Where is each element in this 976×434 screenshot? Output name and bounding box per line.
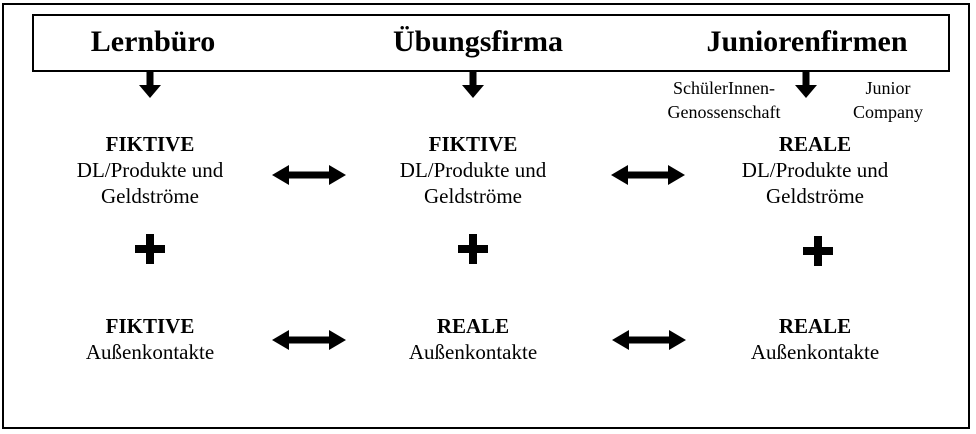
subnote-line: SchülerInnen- bbox=[673, 78, 775, 98]
subnote-line: Junior bbox=[865, 78, 911, 98]
double-arrow-icon bbox=[612, 330, 686, 350]
plus-icon bbox=[803, 236, 833, 266]
cell-line: DL/Produkte und bbox=[741, 158, 889, 182]
cell-emphasis: REALE bbox=[436, 314, 510, 338]
cell-row2-uebungsfirma: REALE Außenkontakte bbox=[409, 313, 537, 365]
plus-icon bbox=[458, 234, 488, 264]
double-arrow-icon bbox=[272, 330, 346, 350]
cell-line: Außenkontakte bbox=[750, 340, 880, 364]
header-title-juniorenfirmen: Juniorenfirmen bbox=[706, 25, 908, 58]
header-title-uebungsfirma: Übungsfirma bbox=[392, 25, 564, 58]
cell-row2-lernbuero: FIKTIVE Außenkontakte bbox=[86, 313, 214, 365]
double-arrow-icon bbox=[611, 165, 685, 185]
cell-emphasis: FIKTIVE bbox=[428, 132, 518, 156]
cell-line: Außenkontakte bbox=[85, 340, 215, 364]
down-arrow-icon bbox=[795, 72, 817, 98]
subnote-line: Genossenschaft bbox=[667, 102, 781, 122]
subnote-schuelerinnen-genossenschaft: SchülerInnen- Genossenschaft bbox=[668, 76, 781, 124]
cell-emphasis: FIKTIVE bbox=[105, 314, 195, 338]
cell-line: Außenkontakte bbox=[408, 340, 538, 364]
down-arrow-icon bbox=[139, 72, 161, 98]
cell-emphasis: REALE bbox=[778, 314, 852, 338]
cell-line: Geldströme bbox=[766, 184, 864, 208]
cell-row1-juniorenfirmen: REALE DL/Produkte und Geldströme bbox=[742, 131, 888, 209]
header-title-lernbuero: Lernbüro bbox=[90, 25, 216, 58]
cell-row2-juniorenfirmen: REALE Außenkontakte bbox=[751, 313, 879, 365]
subnote-junior-company: Junior Company bbox=[853, 76, 923, 124]
cell-line: Geldströme bbox=[101, 184, 199, 208]
cell-line: DL/Produkte und bbox=[76, 158, 224, 182]
cell-line: Geldströme bbox=[424, 184, 522, 208]
plus-icon bbox=[135, 234, 165, 264]
outer-border bbox=[2, 3, 970, 429]
subnote-line: Company bbox=[853, 102, 923, 122]
cell-line: DL/Produkte und bbox=[399, 158, 547, 182]
cell-emphasis: FIKTIVE bbox=[105, 132, 195, 156]
double-arrow-icon bbox=[272, 165, 346, 185]
cell-row1-uebungsfirma: FIKTIVE DL/Produkte und Geldströme bbox=[400, 131, 546, 209]
header-bar bbox=[32, 14, 950, 72]
cell-emphasis: REALE bbox=[778, 132, 852, 156]
down-arrow-icon bbox=[462, 72, 484, 98]
cell-row1-lernbuero: FIKTIVE DL/Produkte und Geldströme bbox=[77, 131, 223, 209]
